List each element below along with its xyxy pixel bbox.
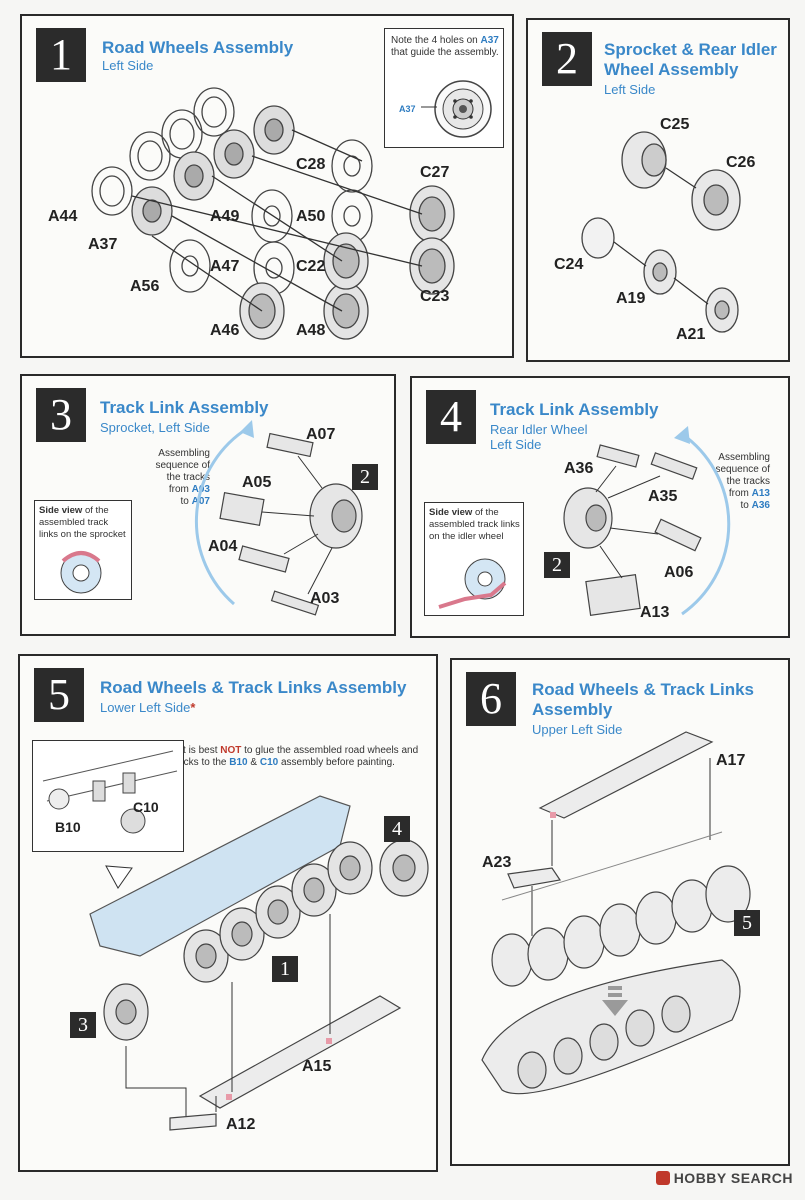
part-label: A04 [208,538,238,555]
side-view-inset: Side view of the assembled track links o… [424,502,524,616]
step-reference-badge: 2 [544,552,570,578]
step-1-panel: 1 Road Wheels Assembly Left Side Note th… [20,14,514,358]
step-subtitle-line-2: Left Side [490,437,542,452]
inset-note: Note the 4 holes on A37 that guide the a… [391,35,499,58]
step-3-panel: 3 Track Link Assembly Sprocket, Left Sid… [20,374,396,636]
hobby-search-watermark: HOBBY SEARCH [655,1170,793,1186]
step-title-line-2: Wheel Assembly [604,60,739,79]
step-title: Road Wheels & Track Links Assembly [100,678,407,697]
step-4-panel: 4 Track Link Assembly Rear Idler Wheel L… [410,376,790,638]
step-subtitle-line-1: Rear Idler Wheel [490,422,588,437]
idler-side-view [438,558,507,609]
part-label: B10 [55,819,81,835]
step-subtitle: Sprocket, Left Side [100,420,210,435]
step-reference-badge: 1 [272,956,298,982]
sprocket-idler-illustration [581,131,741,333]
part-label: A48 [296,322,326,339]
step-subtitle: Left Side [102,58,154,73]
step-subtitle: Lower Left Side* [100,700,196,715]
step-title-line-2: Assembly [532,700,613,719]
part-label: C24 [554,256,584,273]
suspension-detail-inset: B10 C10 [32,740,184,852]
hub-detail-illustration [421,80,492,138]
step-number: 1 [36,28,86,82]
track-idler-illustration [563,426,731,616]
step-subtitle: Left Side [604,82,656,97]
step-reference-badge: 4 [384,816,410,842]
step-title: Track Link Assembly [100,398,269,417]
step-reference-badge: 2 [352,464,378,490]
part-label: A19 [616,290,646,307]
part-label: C25 [660,116,690,133]
part-label: C10 [133,799,159,815]
upper-track-assembly-illustration [481,731,751,1095]
part-label: A46 [210,322,240,339]
step-number: 6 [466,672,516,726]
part-label: A50 [296,208,326,225]
part-label: A17 [716,752,746,769]
hobby-search-logo-icon [655,1171,670,1185]
inset-part-label: A37 [399,104,416,114]
part-label: C26 [726,154,756,171]
part-label: A37 [88,236,118,253]
part-label: A15 [302,1058,332,1075]
part-label: A23 [482,854,512,871]
part-label: C27 [420,164,450,181]
part-label: A13 [640,604,670,621]
part-label: A44 [48,208,78,225]
step-number: 5 [34,668,84,722]
step-title-line-1: Road Wheels & Track Links [532,680,755,699]
lower-hull-assembly-illustration [89,795,429,1131]
part-label: A05 [242,474,272,491]
part-label: A36 [564,460,594,477]
step-5-panel: 5 Road Wheels & Track Links Assembly Low… [18,654,438,1172]
step-number: 3 [36,388,86,442]
part-label: A35 [648,488,678,505]
step-number: 2 [542,32,592,86]
detail-inset: Note the 4 holes on A37 that guide the a… [384,28,504,148]
step-subtitle: Upper Left Side [532,722,623,737]
part-label: A06 [664,564,694,581]
part-label: C22 [296,258,326,275]
step-reference-badge: 3 [70,1012,96,1038]
part-label: A47 [210,258,240,275]
side-view-inset: Side view of the assembled track links o… [34,500,132,600]
part-label: A12 [226,1116,256,1133]
track-sprocket-illustration [194,420,363,616]
part-label: A49 [210,208,240,225]
part-label: A56 [130,278,160,295]
part-label: A03 [310,590,340,607]
sequence-note: Assembling sequence of the tracks from A… [715,452,771,511]
step-title: Track Link Assembly [490,400,659,419]
part-label: C23 [420,288,450,305]
part-label: A21 [676,326,706,343]
step-2-panel: 2 Sprocket & Rear Idler Wheel Assembly L… [526,18,790,362]
road-wheels-illustration [91,87,455,340]
step-6-panel: 6 Road Wheels & Track Links Assembly Upp… [450,658,790,1166]
suspension-detail-illustration [42,750,178,834]
sprocket-side-view [60,551,102,594]
step-reference-badge: 5 [734,910,760,936]
part-label: A07 [306,426,336,443]
step-number: 4 [426,390,476,444]
step-title-line-1: Sprocket & Rear Idler [604,40,777,59]
part-label: C28 [296,156,326,173]
step-title: Road Wheels Assembly [102,38,294,57]
